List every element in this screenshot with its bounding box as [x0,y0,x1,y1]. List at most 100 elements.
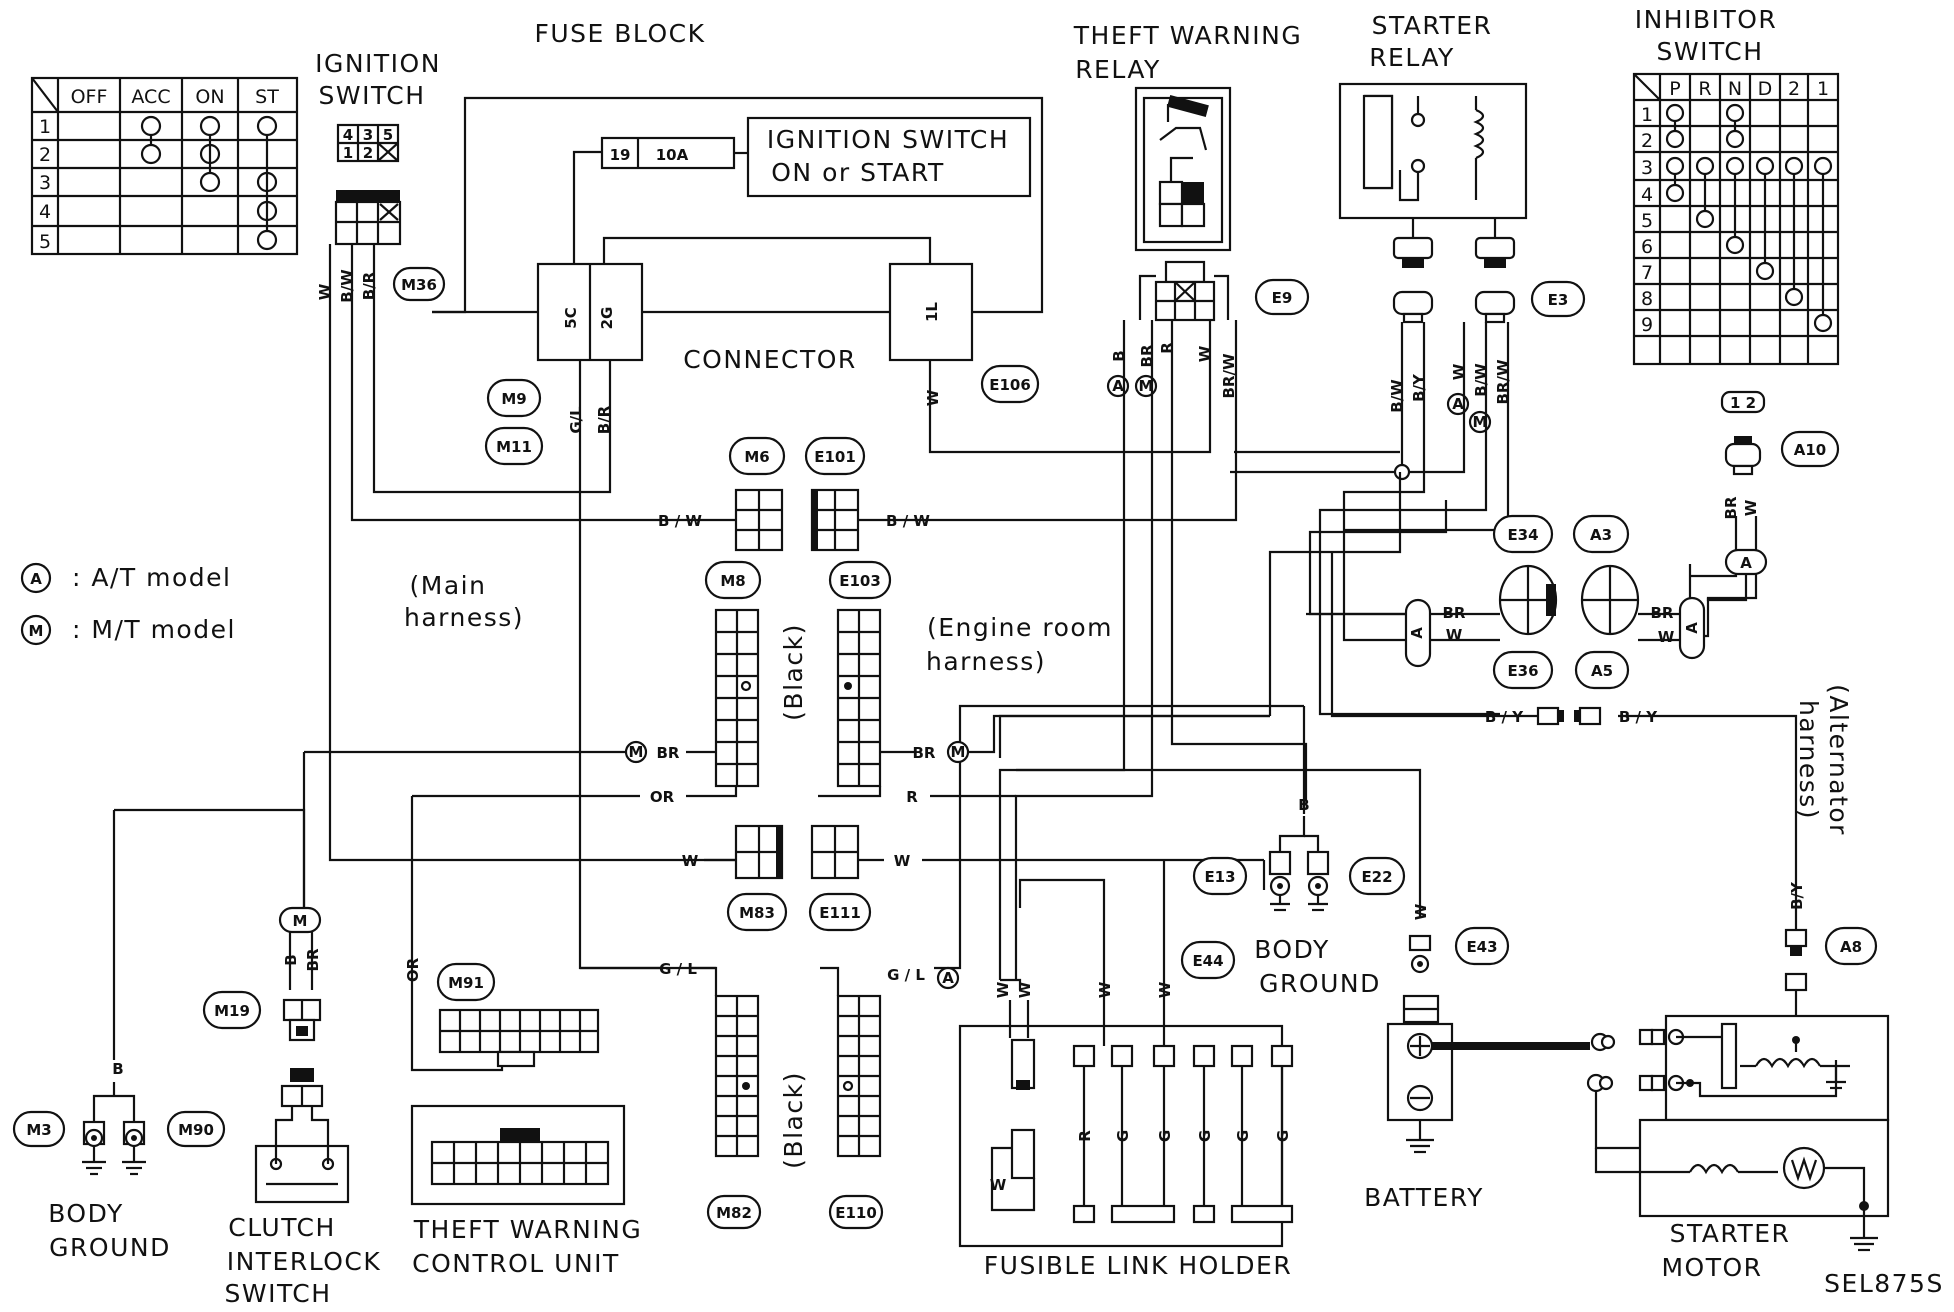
svg-text:E110: E110 [835,1204,877,1222]
connector-e106: E106 [980,364,1040,404]
connector-m11: M11 [484,426,544,466]
wire-label-br-main: BR [657,744,680,762]
wire-label-bw-sr: B/W [1388,379,1406,413]
connector-e110-face [836,994,882,1158]
wire-label-brw-sr: BR/W [1494,359,1512,404]
connector-e111: E111 [808,892,872,932]
connector-m6-face [734,488,784,552]
legend: A : A/T model M : M/T model [20,562,234,646]
svg-text:E103: E103 [839,572,881,590]
connector-m9: M9 [486,378,542,418]
wire-label-r-relay: R [1158,342,1176,354]
connector-e103-face [836,608,882,788]
battery [1386,994,1616,1154]
theft-cu-label-1: THEFT WARNING [413,1215,643,1244]
fl-r: R [1076,1130,1094,1142]
wiring: A [302,244,1798,1072]
svg-text:M91: M91 [448,974,484,992]
svg-text:E13: E13 [1204,868,1235,886]
mark-m-br-engine: M [946,740,970,764]
ign-pin-5: 5 [383,126,393,144]
fl-w2: W [1016,981,1034,998]
inh-row-5: 5 [1641,210,1653,232]
connector-m8-face [714,608,760,788]
starter-motor [1586,1014,1890,1252]
fl-g2: G [1156,1130,1174,1142]
by-inline-connector: B / Y B / Y [1485,706,1658,726]
svg-text:E43: E43 [1466,938,1497,956]
ign-row-2: 2 [39,144,51,166]
wire-label-r-engine: R [906,788,918,806]
connector-e101: E101 [804,436,866,476]
wire-label-b-clutch: B [282,954,300,965]
ign-row-3: 3 [39,172,51,194]
svg-text:E34: E34 [1507,526,1538,544]
fuse-number: 19 [610,146,631,164]
mark-m-clutch: M [293,912,308,930]
fl-w4: W [1156,981,1174,998]
inh-col-1: 1 [1817,78,1829,100]
wire-label-w-a10: W [1742,499,1760,516]
inhibitor-continuity-marks [1665,103,1833,333]
wire-label-w-e34: W [1446,626,1463,644]
wire-label-br-engine: BR [913,744,936,762]
alternator-harness-2: harness) [1794,700,1823,820]
clutch-label-2: INTERLOCK [227,1247,382,1276]
pin-2g: 2G [598,307,616,330]
connector-m82-face [714,994,760,1158]
theft-relay-harness-connector [1138,260,1230,322]
ignition-switch-table: OFF ACC ON ST 1 2 3 4 5 [30,76,299,256]
pin-1l: 1L [923,302,941,322]
inh-row-7: 7 [1641,262,1653,284]
svg-text:A10: A10 [1794,441,1826,459]
svg-text:A5: A5 [1591,662,1613,680]
svg-text:M82: M82 [716,1204,752,1222]
inh-col-d: D [1758,78,1773,100]
ign-on-start-line1: IGNITION SWITCH [767,125,1009,154]
svg-text:M36: M36 [401,276,437,294]
legend-m-symbol: M [29,622,44,640]
svg-text:E22: E22 [1361,868,1392,886]
inhibitor-label-2: SWITCH [1656,37,1763,66]
connector-m8: M8 [704,560,762,600]
connector-e9: E9 [1254,278,1310,316]
ign-col-off: OFF [71,86,108,108]
wire-label-w-relay: W [1196,345,1214,362]
clutch-label-3: SWITCH [224,1279,331,1308]
fl-g5: G [1274,1130,1292,1142]
wire-label-by-sr: B/Y [1410,373,1428,402]
wire-label-br-a3: BR [1651,604,1674,622]
fl-g1: G [1114,1130,1132,1142]
ign-col-acc: ACC [131,86,170,108]
wire-label-b-relay: B [1110,350,1128,361]
svg-text:M: M [1473,413,1488,431]
a8-connector: B/Y [1784,881,1808,1040]
svg-text:E111: E111 [819,904,861,922]
wire-label-br-ign: B/R [360,271,378,300]
theft-relay-label-1: THEFT WARNING [1073,21,1303,50]
wire-label-w-ign: W [316,283,334,300]
ign-row-1: 1 [39,116,51,138]
svg-text:M: M [951,743,966,761]
connector-m82: M82 [706,1194,762,1230]
connector-label: CONNECTOR [683,345,857,374]
ign-continuity-marks [140,115,278,251]
clutch-side-wiring: M B BR [112,808,322,1060]
ignition-switch-label-1: IGNITION [315,49,441,78]
wire-label-bw-main: B / W [658,512,702,530]
engine-harness-1: (Engine room [927,613,1113,642]
connector-m91-face [438,1008,600,1068]
svg-text:M83: M83 [739,904,775,922]
inhibitor-label-1: INHIBITOR [1635,5,1778,34]
connector-e22: E22 [1348,856,1406,896]
clutch-interlock-switch [254,1106,350,1204]
mark-a-a3: A [1678,596,1706,660]
svg-text:M8: M8 [720,572,745,590]
mark-a-a10: A [1706,548,1768,602]
fl-l-mark: W [990,1176,1007,1194]
connector-e13: E13 [1192,856,1248,896]
theft-warning-control-unit [410,1104,626,1206]
clutch-label-1: CLUTCH [228,1213,336,1242]
wire-label-gl: G/L [567,406,585,434]
alternator-harness-1: (Alternator [1824,684,1853,836]
